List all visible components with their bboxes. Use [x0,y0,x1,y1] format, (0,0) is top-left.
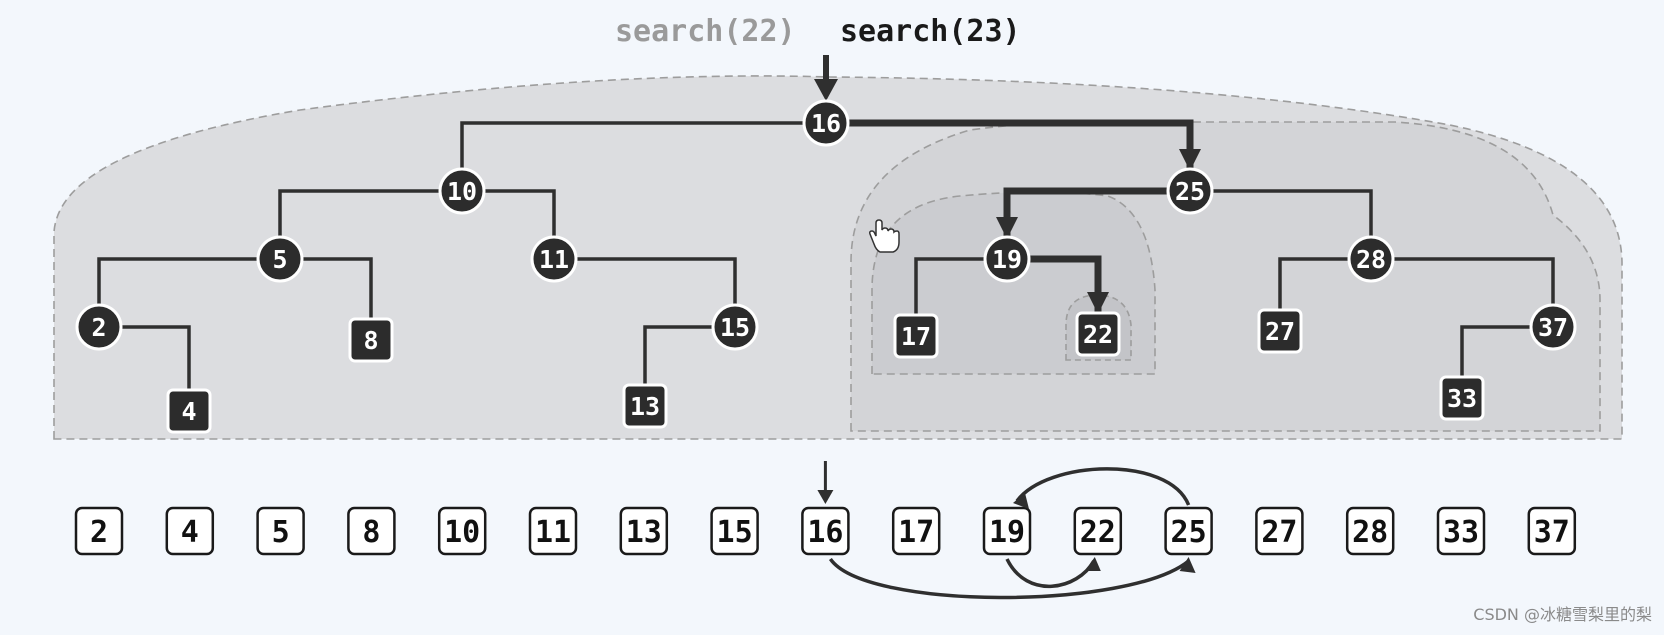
tree-node-label-37: 37 [1538,313,1568,342]
array-cell-13: 13 [619,506,669,556]
edge-5-8 [280,257,373,340]
tree-node-label-22: 22 [1083,320,1113,349]
tree-node-label-10: 10 [447,177,477,206]
array-cell-label-25: 25 [1171,515,1207,550]
edge-2-4 [99,325,191,411]
tree-node-label-8: 8 [363,326,378,355]
array-cell-22: 22 [1073,506,1123,556]
array-cell-label-19: 19 [989,515,1025,550]
search-arrow-19-22 [1087,292,1109,314]
search-arrow-16-25 [1179,149,1201,171]
tree-node-label-33: 33 [1447,384,1477,413]
array-cell-label-27: 27 [1261,515,1297,550]
array-cell-label-16: 16 [807,515,843,550]
array-cell-label-8: 8 [362,515,380,550]
previous-search-label: search(22) [615,14,796,49]
array-cell-8: 8 [347,506,396,556]
array-jump-head-25-19 [1013,493,1029,509]
array-cell-15: 15 [710,506,759,556]
tree-node-13: 13 [622,383,668,429]
array-cell-label-13: 13 [626,515,662,550]
array-jump-25-19 [1015,467,1191,506]
tree-node-label-4: 4 [181,397,196,426]
tree-node-label-27: 27 [1265,317,1295,346]
tree-node-15: 15 [711,303,759,351]
search-arrow-25-19 [996,217,1018,239]
array-jump-head-16-25 [1179,557,1196,573]
tree-node-label-15: 15 [720,313,750,342]
array-cell-10: 10 [437,506,487,556]
tree-node-22: 22 [1075,311,1121,357]
array-cell-label-10: 10 [444,515,480,550]
array-cell-33: 33 [1436,506,1486,556]
edge-19-17 [914,257,1007,336]
array-cell-5: 5 [256,506,305,556]
array-cell-17: 17 [891,506,941,556]
tree-node-5: 5 [256,235,304,283]
array-jumps [817,461,1196,600]
array-cell-label-15: 15 [717,515,753,550]
tree-node-2: 2 [75,303,123,351]
tree-node-19: 19 [983,235,1031,283]
array-cell-2: 2 [74,506,124,556]
array-cell-label-33: 33 [1443,515,1479,550]
tree-node-label-5: 5 [272,245,287,274]
tree-node-8: 8 [348,317,394,363]
array-cell-label-37: 37 [1534,515,1570,550]
tree-node-33: 33 [1439,375,1485,421]
sorted-array: 2 4 5 8 10 11 13 15 16 17 19 22 25 27 28 33 37 [74,506,1577,556]
tree-node-label-28: 28 [1356,245,1386,274]
edge-37-33 [1460,325,1553,398]
array-cell-label-2: 2 [90,515,108,550]
edge-28-27 [1278,257,1371,331]
array-cell-28: 28 [1345,506,1395,556]
array-cell-label-11: 11 [535,515,571,550]
hand-cursor-icon [869,219,900,253]
array-cell-19: 19 [982,506,1032,556]
array-cell-37: 37 [1527,506,1577,556]
array-cell-label-4: 4 [181,515,199,550]
tree-node-28: 28 [1347,235,1395,283]
tree-node-label-17: 17 [901,322,931,351]
tree-node-16: 16 [802,99,850,147]
current-search-label: search(23) [840,14,1021,49]
array-pointer-head [817,490,834,504]
tree-node-11: 11 [530,235,578,283]
tree-node-label-13: 13 [630,392,660,421]
array-cell-label-17: 17 [898,515,934,550]
tree-node-4: 4 [166,388,212,434]
tree-node-17: 17 [893,313,939,359]
array-jump-16-25 [828,557,1190,600]
tree-node-25: 25 [1166,167,1214,215]
tree-node-10: 10 [438,167,486,215]
array-cell-16: 16 [801,506,850,556]
tree-node-label-2: 2 [91,313,106,342]
watermark: CSDN @冰糖雪梨里的梨 [1473,605,1652,624]
array-jump-19-22 [1005,558,1096,588]
array-cell-label-28: 28 [1352,515,1388,550]
edge-15-13 [643,325,735,406]
entry-arrow-head [814,79,838,101]
tree-node-label-16: 16 [811,109,841,138]
search-path [814,55,1201,314]
tree-node-label-11: 11 [539,245,569,274]
tree-node-label-19: 19 [992,245,1022,274]
array-cell-25: 25 [1164,506,1213,556]
tree-node-27: 27 [1257,308,1303,354]
array-cell-label-5: 5 [272,515,290,550]
array-cell-4: 4 [165,506,215,556]
tree-node-37: 37 [1529,303,1577,351]
array-jump-head-19-22 [1084,557,1101,571]
tree-node-label-25: 25 [1175,177,1205,206]
array-cell-11: 11 [528,506,578,556]
array-cell-27: 27 [1255,506,1304,556]
array-cell-label-22: 22 [1080,515,1116,550]
